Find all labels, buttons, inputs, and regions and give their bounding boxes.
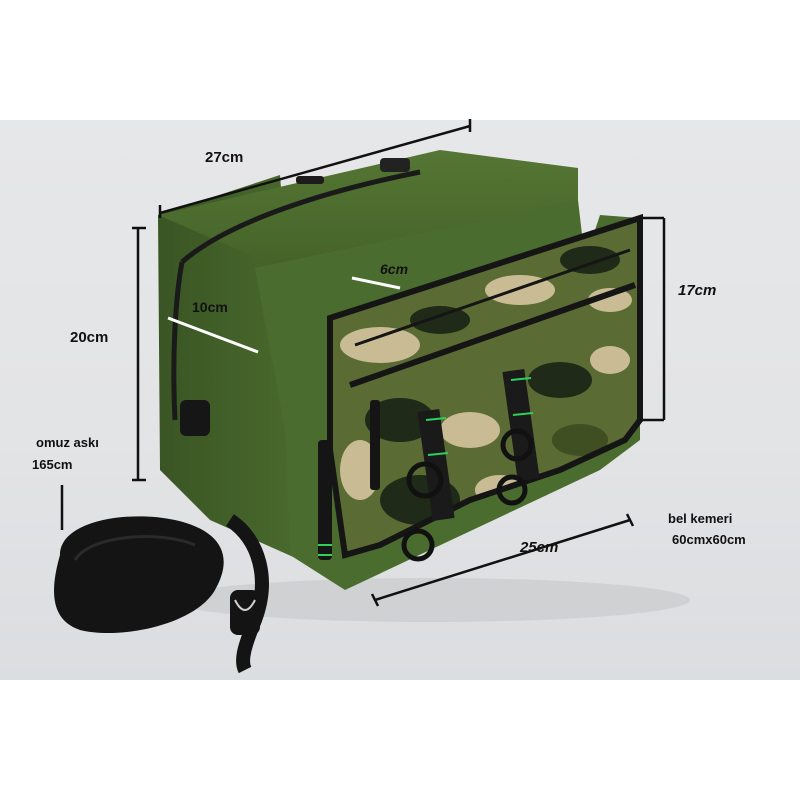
pocket-depth-label: 6cm	[380, 261, 409, 277]
pocket-binding	[327, 213, 643, 559]
height-side-label: 20cm	[70, 329, 109, 346]
top-zipper	[180, 169, 421, 264]
d-ring-icon	[406, 461, 444, 499]
side-zipper-pulls	[318, 400, 380, 560]
zipper-pull-icon	[380, 158, 410, 172]
shoulder-strap	[54, 514, 269, 674]
measurement-lines	[60, 119, 666, 607]
pocket-height-label: 17cm	[678, 282, 717, 299]
molle-webbing	[401, 369, 540, 562]
belt-size: 60cmx60cm	[672, 532, 746, 547]
shoulder-strap-label: omuz askı	[36, 435, 99, 450]
belt-label: bel kemeri	[668, 511, 733, 526]
bag-shadow	[170, 578, 690, 622]
bag-top-panel	[158, 150, 578, 268]
buckle-icon	[180, 400, 210, 436]
length-top-label: 27cm	[205, 149, 244, 166]
pocket-width-label: 25cm	[520, 539, 559, 556]
strap-clip-icon	[230, 590, 260, 635]
depth-label: 10cm	[192, 299, 228, 315]
shoulder-strap-length: 165cm	[32, 457, 73, 472]
